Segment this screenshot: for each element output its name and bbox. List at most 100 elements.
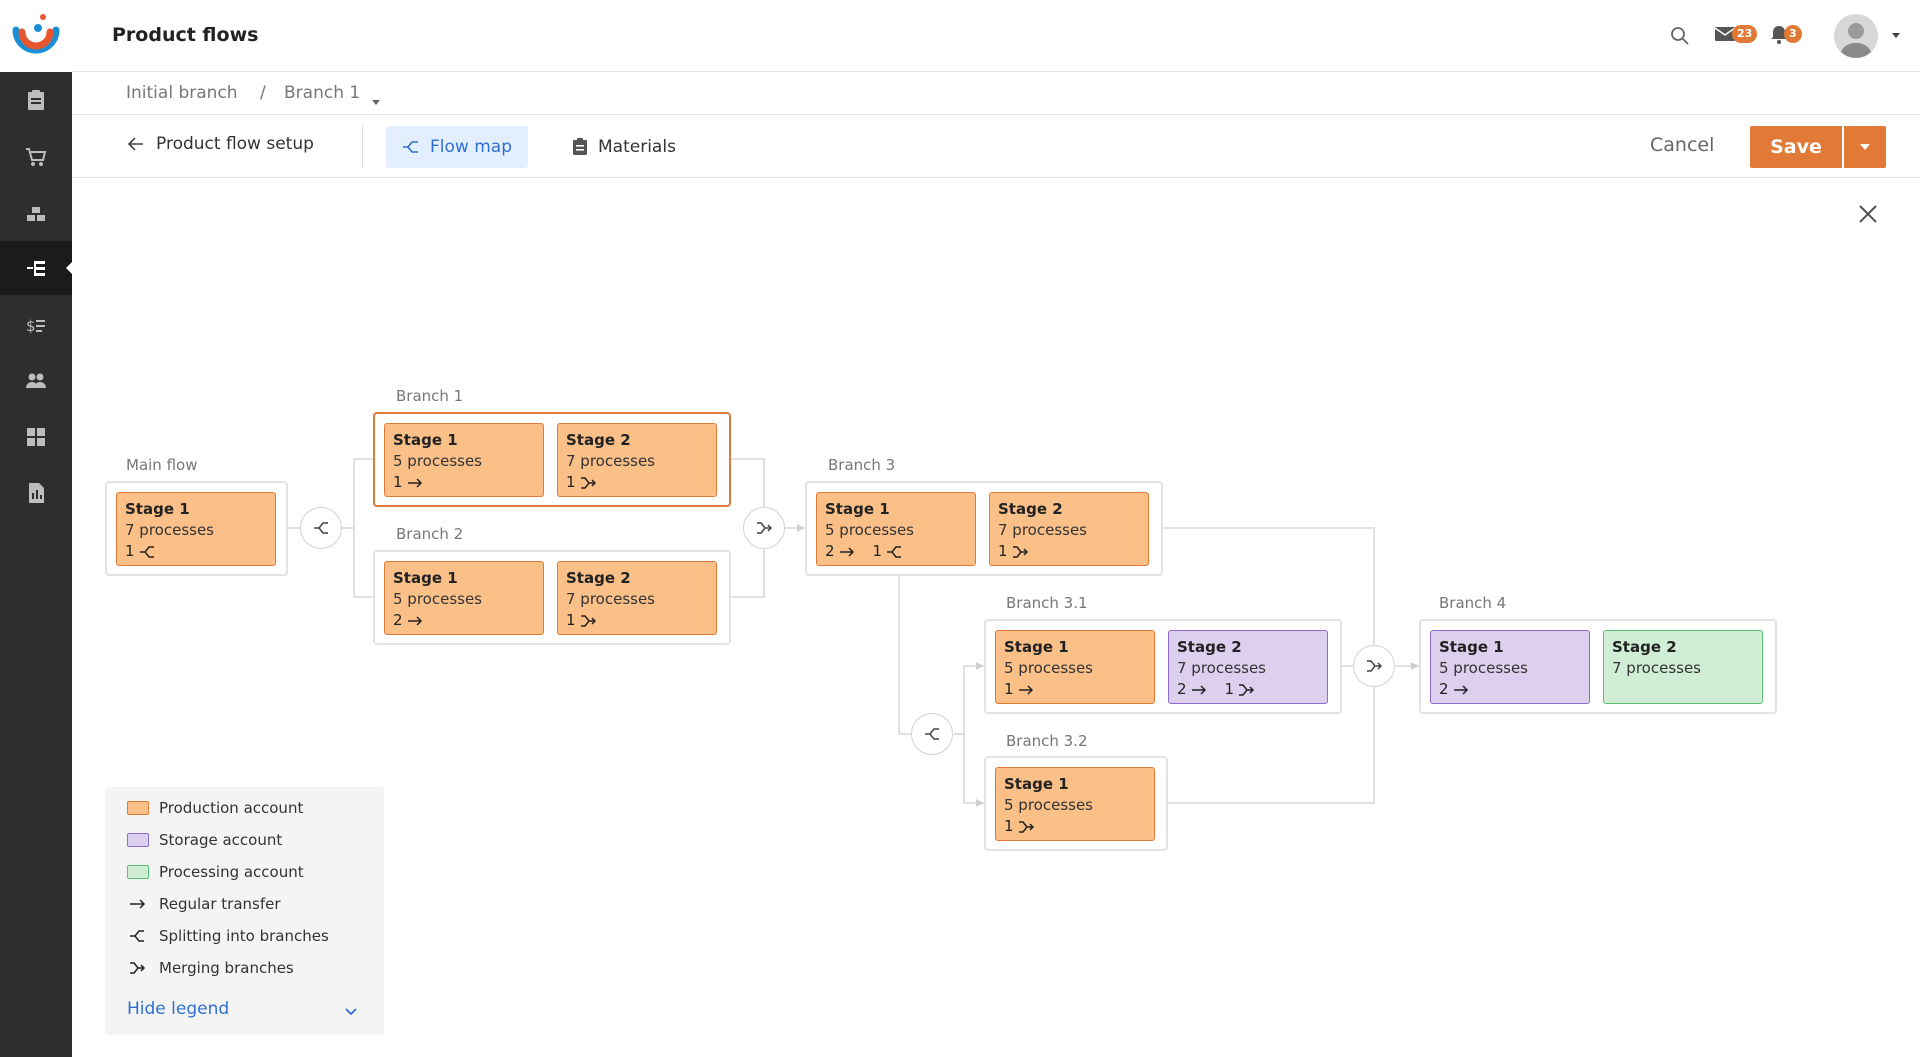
swatch-processing (127, 865, 149, 879)
transfer-count: 1 (125, 542, 135, 560)
group-branch-3-1[interactable]: Stage 1 5 processes 1 Stage 2 7 processe… (984, 619, 1342, 714)
stage-card[interactable]: Stage 1 5 processes 1 (384, 423, 544, 497)
stage-card[interactable]: Stage 2 7 processes (1603, 630, 1763, 704)
group-label-branch-4: Branch 4 (1439, 594, 1507, 612)
nav-dashboard[interactable] (0, 410, 72, 464)
stage-card[interactable]: Stage 2 7 processes 1 (989, 492, 1149, 566)
nav-cart[interactable] (0, 130, 72, 184)
nav-product-flows[interactable] (0, 241, 72, 295)
toolbar: Product flow setup Flow map Materials Ca… (72, 116, 1920, 178)
messages-button[interactable]: 23 (1714, 25, 1758, 43)
caret-down-icon (1860, 144, 1870, 150)
arrow-right-icon (1453, 684, 1468, 695)
stage-card[interactable]: Stage 1 5 processes 1 (995, 767, 1155, 841)
stage-name: Stage 2 (1612, 638, 1677, 656)
stage-transfers: 2 1 (825, 541, 967, 562)
stage-card[interactable]: Stage 1 5 processes 1 (995, 630, 1155, 704)
group-branch-1[interactable]: Stage 1 5 processes 1 Stage 2 7 processe… (373, 412, 731, 507)
nav-reports[interactable] (0, 466, 72, 520)
nav-pricing[interactable]: $ (0, 298, 72, 352)
stage-name: Stage 1 (1004, 638, 1069, 656)
svg-text:$: $ (26, 317, 36, 335)
stage-transfers: 1 (1004, 679, 1146, 700)
stage-card[interactable]: Stage 2 7 processes 2 1 (1168, 630, 1328, 704)
user-avatar[interactable] (1834, 14, 1878, 58)
split-node-branch3[interactable] (911, 713, 953, 755)
split-icon (403, 141, 418, 153)
merge-icon (130, 962, 146, 974)
legend-item-merging: Merging branches (127, 959, 294, 977)
stage-processes: 7 processes (566, 590, 655, 608)
breadcrumb-branch-1[interactable]: Branch 1 (284, 83, 361, 103)
transfer-count: 2 (825, 542, 835, 560)
transfer-count: 1 (393, 473, 403, 491)
transfer-count: 1 (1004, 680, 1014, 698)
stage-card[interactable]: Stage 1 5 processes 2 (384, 561, 544, 635)
split-node-main[interactable] (300, 507, 342, 549)
tab-materials[interactable]: Materials (556, 126, 692, 168)
tab-flow-map-label: Flow map (430, 137, 512, 157)
stage-name: Stage 1 (125, 500, 190, 518)
stage-transfers: 1 (393, 472, 535, 493)
transfer-count: 1 (872, 542, 883, 560)
caret-down-icon (372, 100, 380, 105)
stage-name: Stage 2 (566, 431, 631, 449)
merge-node-1[interactable] (743, 507, 785, 549)
transfer-count: 1 (1224, 680, 1235, 698)
app-logo[interactable] (0, 0, 72, 72)
logo-icon (12, 14, 60, 54)
breadcrumb-initial-branch[interactable]: Initial branch (126, 83, 238, 103)
close-button[interactable] (1858, 204, 1878, 228)
transfer-count: 2 (1439, 680, 1449, 698)
arrow-right-icon (407, 477, 422, 488)
stage-card[interactable]: Stage 2 7 processes 1 (557, 561, 717, 635)
breadcrumb-dropdown[interactable] (372, 91, 380, 111)
stage-name: Stage 1 (1439, 638, 1504, 656)
group-main-flow[interactable]: Stage 1 7 processes 1 (105, 481, 288, 576)
cancel-button[interactable]: Cancel (1650, 134, 1715, 156)
legend-item-splitting: Splitting into branches (127, 927, 329, 945)
save-button[interactable]: Save (1750, 126, 1842, 168)
search-icon (1671, 27, 1689, 45)
boxes-icon (27, 207, 45, 221)
arrow-right-icon (407, 615, 422, 626)
notifications-button[interactable]: 3 (1770, 24, 1802, 44)
mail-icon (1714, 27, 1736, 41)
group-branch-3[interactable]: Stage 1 5 processes 2 1 Stage 2 7 proces… (805, 481, 1163, 576)
back-button[interactable]: Product flow setup (128, 134, 314, 154)
merge-icon (580, 614, 596, 627)
nav-users[interactable] (0, 354, 72, 408)
stage-processes: 5 processes (393, 590, 482, 608)
stage-card[interactable]: Stage 2 7 processes 1 (557, 423, 717, 497)
stage-name: Stage 2 (566, 569, 631, 587)
merge-node-2[interactable] (1353, 645, 1395, 687)
group-branch-4[interactable]: Stage 1 5 processes 2 Stage 2 7 processe… (1419, 619, 1777, 714)
stage-card[interactable]: Stage 1 5 processes 2 (1430, 630, 1590, 704)
notifications-badge: 3 (1784, 25, 1802, 43)
tab-flow-map[interactable]: Flow map (386, 126, 528, 168)
stage-processes: 5 processes (393, 452, 482, 470)
hide-legend-chevron[interactable] (345, 1001, 357, 1020)
nav-orders[interactable] (0, 73, 72, 127)
breadcrumb: Initial branch / Branch 1 (72, 73, 1920, 115)
breadcrumb-separator: / (260, 83, 266, 103)
save-options-button[interactable] (1844, 126, 1886, 168)
arrow-right-icon (1191, 684, 1206, 695)
legend-label: Processing account (159, 863, 304, 881)
merge-icon (580, 476, 596, 489)
group-branch-2[interactable]: Stage 1 5 processes 2 Stage 2 7 processe… (373, 550, 731, 645)
transfer-count: 2 (393, 611, 403, 629)
user-menu-chevron[interactable] (1892, 33, 1900, 39)
stage-card[interactable]: Stage 1 7 processes 1 (116, 492, 276, 566)
page-title: Product flows (112, 24, 259, 46)
arrow-right-icon (839, 546, 854, 557)
nav-warehouse[interactable] (0, 186, 72, 240)
stage-card[interactable]: Stage 1 5 processes 2 1 (816, 492, 976, 566)
group-label-branch-3-2: Branch 3.2 (1006, 732, 1088, 750)
arrow-right-icon (1018, 684, 1033, 695)
group-branch-3-2[interactable]: Stage 1 5 processes 1 (984, 756, 1168, 851)
search-button[interactable] (1670, 26, 1690, 46)
stage-name: Stage 1 (825, 500, 890, 518)
group-label-main-flow: Main flow (126, 456, 198, 474)
hide-legend-link[interactable]: Hide legend (127, 999, 230, 1019)
